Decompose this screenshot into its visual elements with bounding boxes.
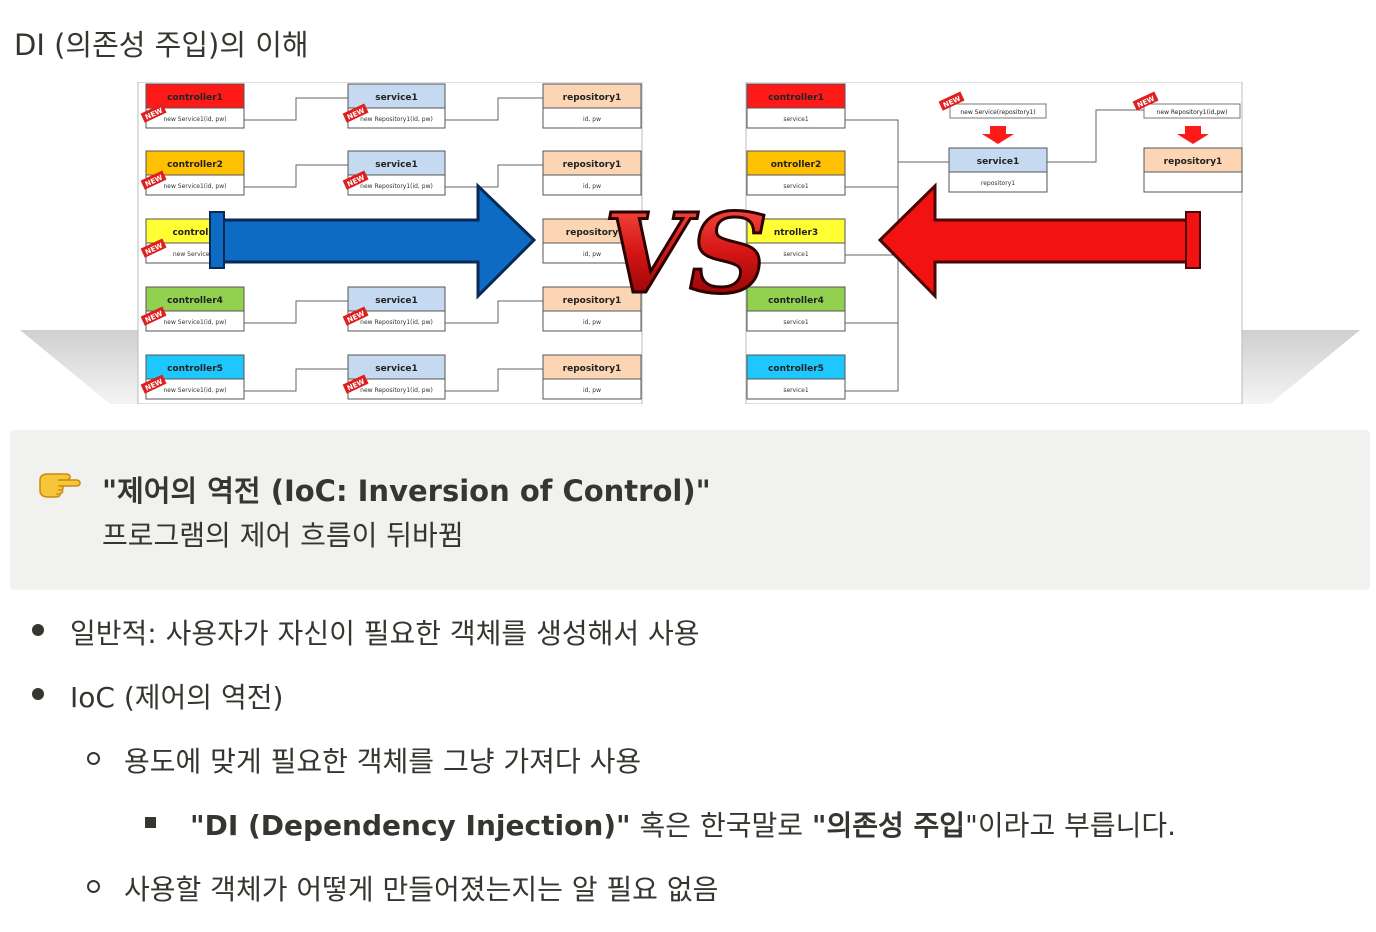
controller-box-title: ntroller3 [774,228,818,238]
repository-box: repository1 id, pw [543,84,641,128]
repository-box-title: repository1 [563,364,622,374]
service-box-note: repository1 [981,180,1015,187]
controller-box-note: new Service1(id, pw) [164,387,227,394]
controller-box: controller1 service1 [747,84,845,128]
controller-box: controller5 service1 [747,355,845,399]
controller-box-note: service1 [783,387,808,394]
list-item: 일반적: 사용자가 자신이 필요한 객체를 생성해서 사용 [70,612,700,652]
service-box-title: service1 [375,296,418,306]
controller-box-note: service1 [783,116,808,123]
repository-box-note: id, pw [583,251,601,258]
vs-label: VS [604,189,769,318]
controller-box-title: controller4 [167,296,223,306]
controller-box-note: new Service1(id, pw) [164,319,227,326]
controller-box-title: controller2 [167,160,223,170]
controller-box-note: new Service1(id, pw) [164,183,227,190]
controller-box-note: service1 [783,251,808,258]
repository-box-note: id, pw [583,319,601,326]
controller-box-title: controller4 [768,296,824,306]
new-service-note: new Service(repository1) [960,109,1035,116]
repository-box: repository1 id, pw [543,355,641,399]
list-item: IoC (제어의 역전) [70,676,283,716]
list-item-text: 혹은 한국말로 [631,809,812,842]
right-floor-shadow [1242,330,1360,404]
service-box-title: service1 [375,93,418,103]
repository-box-title: repository1 [563,160,622,170]
arrow-tail-stripe [210,212,224,268]
controller-box-title: controller5 [768,364,824,374]
repository-box-title: repository1 [563,93,622,103]
controller-box-title: controller5 [167,364,223,374]
repository-box-note: id, pw [583,387,601,394]
repository-box: repository1 [1144,148,1242,192]
list-item-text: "이라고 부릅니다. [965,809,1176,842]
new-repository-note: new Repository1(id,pw) [1157,109,1228,116]
controller-box-title: controller1 [167,93,223,103]
service-box-title: service1 [375,160,418,170]
controller-box-note: new Service1(id, pw) [164,116,227,123]
ioc-callout: "제어의 역전 (IoC: Inversion of Control)" 프로그… [10,430,1370,590]
service-box-note: new Repository1(id, pw) [360,183,433,190]
bullet-disc [32,624,44,636]
repository-box-note: id, pw [583,183,601,190]
controller-box-note: service1 [783,183,808,190]
bullet-disc [32,688,44,700]
pointing-hand-icon [36,466,82,500]
di-korean-term: "의존성 주입 [812,809,965,842]
vs-mark: VS [604,189,769,318]
service-box-note: new Repository1(id, pw) [360,387,433,394]
callout-title: "제어의 역전 (IoC: Inversion of Control)" [102,468,711,510]
left-floor-shadow [20,330,138,404]
di-term: "DI (Dependency Injection)" [190,809,631,842]
service-box: service1 repository1 [949,148,1047,192]
repository-box-body [1144,172,1242,192]
repository-box-title: repository1 [1164,157,1223,167]
service-box-note: new Repository1(id, pw) [360,116,433,123]
bullet-circle [87,880,100,893]
list-item: 사용할 객체가 어떻게 만들어졌는지는 알 필요 없음 [124,868,718,908]
bullet-square [145,817,156,828]
service-box-note: new Repository1(id, pw) [360,319,433,326]
page-title: DI (의존성 주입)의 이해 [14,22,309,64]
service-box-title: service1 [375,364,418,374]
list-item: "DI (Dependency Injection)" 혹은 한국말로 "의존성… [190,804,1176,844]
list-item: 용도에 맞게 필요한 객체를 그냥 가져다 사용 [124,740,641,780]
controller-box-title: controller1 [768,93,824,103]
callout-subtitle: 프로그램의 제어 흐름이 뒤바뀜 [102,514,464,554]
bullet-circle [87,752,100,765]
arrow-tail-stripe [1186,212,1200,268]
controller-box-title: ontroller2 [771,160,822,170]
controller-box-note: service1 [783,319,808,326]
service-box-title: service1 [977,157,1020,167]
repository-box-note: id, pw [583,116,601,123]
